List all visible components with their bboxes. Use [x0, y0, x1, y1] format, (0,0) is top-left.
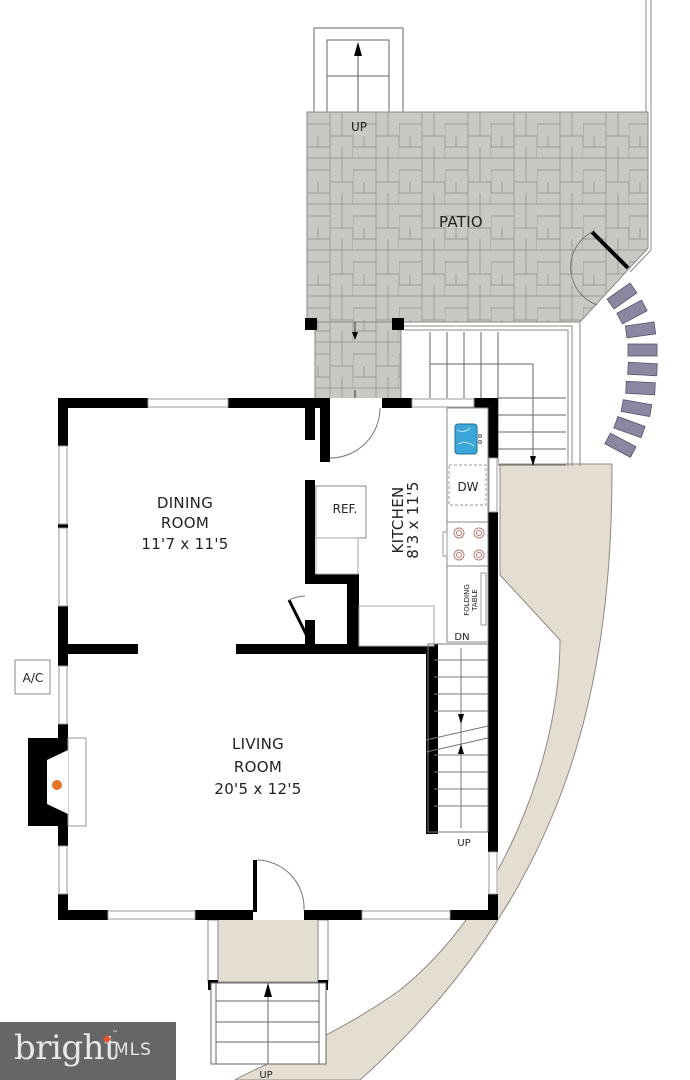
- patio-up-label: UP: [351, 120, 367, 134]
- patio-walk: [314, 321, 402, 401]
- patio-label: PATIO: [439, 213, 483, 231]
- living-room-label-1: LIVING: [232, 735, 284, 753]
- stairs-dn-label: DN: [454, 632, 469, 643]
- sink-icon: [454, 423, 478, 455]
- folding-table-label-1: FOLDING: [463, 584, 471, 616]
- living-room-label-2: ROOM: [234, 758, 282, 776]
- kitchen-label: KITCHEN: [389, 486, 407, 553]
- folding-table-label-2: TABLE: [471, 589, 479, 612]
- fire-icon: [52, 780, 62, 790]
- interior-stairs: [425, 643, 489, 833]
- dining-room-dims: 11'7 x 11'5: [141, 535, 228, 553]
- kitchen-dims: 8'3 x 11'5: [404, 481, 422, 558]
- walkway: [234, 463, 613, 1080]
- dining-room-label-1: DINING: [157, 494, 213, 512]
- refrigerator-label: REF.: [333, 502, 358, 516]
- fireplace: [28, 737, 87, 827]
- dining-room-label-2: ROOM: [161, 514, 209, 532]
- watermark-brand: bright: [14, 1028, 118, 1068]
- living-room-dims: 20'5 x 12'5: [214, 780, 301, 798]
- stove-icon: [453, 527, 485, 561]
- watermark-tm: ™: [112, 1030, 118, 1037]
- exterior-walls: [58, 398, 498, 920]
- patio-steps: [313, 27, 404, 113]
- ac-label: A/C: [23, 671, 44, 685]
- bright-mls-watermark: bright ™ MLS: [0, 1022, 176, 1080]
- windows: [58, 398, 498, 920]
- dishwasher-label: DW: [457, 480, 478, 494]
- patio: [306, 111, 649, 323]
- front-steps-up-label: UP: [259, 1070, 272, 1080]
- stepping-stones: [604, 282, 658, 458]
- watermark-suffix: MLS: [114, 1040, 152, 1060]
- ac-unit: [14, 659, 51, 695]
- stairs-up-label: UP: [457, 838, 470, 849]
- front-steps: [210, 982, 327, 1065]
- front-porch: [217, 917, 319, 983]
